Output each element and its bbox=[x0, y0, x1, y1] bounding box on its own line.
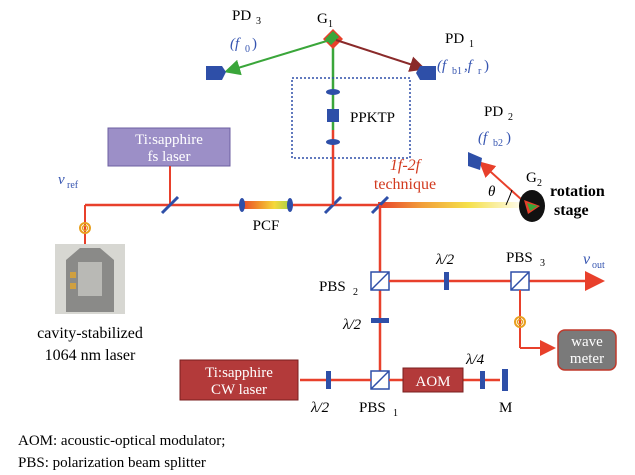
pbs1-label: PBS bbox=[359, 400, 386, 416]
pd1-freq-mid: ,f bbox=[464, 58, 474, 74]
ppktp-lens-bottom bbox=[326, 139, 340, 145]
g1-sub: 1 bbox=[328, 19, 333, 30]
theta-label: θ bbox=[488, 184, 496, 200]
cavity-laser-port-1 bbox=[70, 272, 76, 278]
pbs2-sub: 2 bbox=[353, 287, 358, 298]
wave-meter-label-1: wave bbox=[571, 334, 603, 350]
pd2-freq-close: ) bbox=[506, 130, 511, 146]
rotation-label-2: stage bbox=[554, 202, 589, 219]
pd1-freq-sub2: r bbox=[478, 66, 482, 77]
pd3-freq-sub: 0 bbox=[245, 44, 250, 55]
pd1-freq: (f bbox=[437, 58, 448, 74]
aom-box bbox=[402, 367, 464, 393]
ti-fs-label-1: Ti:sapphire bbox=[135, 132, 203, 148]
cavity-laser-window bbox=[78, 262, 102, 296]
pd1-sub: 1 bbox=[469, 39, 474, 50]
pd2-sub: 2 bbox=[508, 112, 513, 123]
pbs1-sub: 1 bbox=[393, 408, 398, 419]
rotation-label-1: rotation bbox=[550, 183, 605, 200]
beam-splitter-fs bbox=[160, 195, 180, 215]
ppktp-crystal bbox=[327, 109, 339, 122]
g1-to-pd1 bbox=[335, 39, 426, 72]
half-wave-3-label: λ/2 bbox=[310, 400, 330, 416]
theta-arc bbox=[505, 189, 513, 206]
pd1-detector bbox=[416, 66, 436, 80]
wave-meter bbox=[557, 329, 617, 371]
pd1-freq-sub1: b1 bbox=[452, 66, 462, 77]
nu-out-sub: out bbox=[592, 260, 605, 271]
technique-label-2: technique bbox=[374, 176, 436, 193]
wave-meter-label-2: meter bbox=[570, 351, 604, 367]
pd1-freq-close: ) bbox=[484, 58, 489, 74]
ppktp-lens-top bbox=[326, 89, 340, 95]
ppktp-box bbox=[291, 77, 411, 159]
half-wave-2-label: λ/2 bbox=[342, 317, 362, 333]
pd3-freq: (f bbox=[230, 36, 241, 52]
pd1-label: PD bbox=[445, 31, 464, 47]
pd2-freq: (f bbox=[478, 130, 489, 146]
mirror-m bbox=[502, 369, 508, 391]
g2-label: G bbox=[526, 170, 537, 186]
pd2-detector bbox=[468, 152, 482, 170]
fiber-coil-ref bbox=[79, 222, 91, 234]
cavity-label-2: 1064 nm laser bbox=[45, 347, 136, 364]
half-wave-plate-3 bbox=[326, 371, 331, 389]
ti-cw-label-1: Ti:sapphire bbox=[205, 365, 273, 381]
legend-pbs: PBS: polarization beam splitter bbox=[18, 455, 206, 471]
nu-ref-sub: ref bbox=[67, 180, 79, 191]
g1-to-pd3 bbox=[224, 39, 331, 76]
pd2-label: PD bbox=[484, 104, 503, 120]
grating-g2-face bbox=[527, 203, 538, 211]
half-wave-1-label: λ/2 bbox=[435, 252, 455, 268]
ti-sapphire-cw-laser bbox=[179, 359, 299, 401]
pbs2-label: PBS bbox=[319, 279, 346, 295]
pcf-fiber bbox=[240, 201, 292, 209]
ti-cw-label-2: CW laser bbox=[211, 382, 267, 398]
g2-to-pd2 bbox=[479, 161, 523, 201]
pcf-lens-left bbox=[239, 198, 245, 212]
pd3-freq-close: ) bbox=[252, 36, 257, 52]
quarter-wave-plate bbox=[480, 371, 485, 389]
fiber-coil-wm bbox=[514, 316, 526, 328]
ti-sapphire-fs-laser bbox=[107, 127, 231, 167]
ppktp-label: PPKTP bbox=[350, 110, 395, 126]
half-wave-plate-1 bbox=[444, 272, 449, 290]
g1-label: G bbox=[317, 11, 328, 27]
pd3-label: PD bbox=[232, 8, 251, 24]
pd3-detector bbox=[206, 66, 226, 80]
aom-label: AOM bbox=[415, 374, 450, 390]
quarter-wave-label: λ/4 bbox=[465, 352, 485, 368]
mirror-label: M bbox=[499, 400, 512, 416]
pbs3-diag bbox=[510, 271, 530, 291]
legend-aom: AOM: acoustic-optical modulator; bbox=[18, 433, 225, 449]
pbs3-label: PBS bbox=[506, 250, 533, 266]
pbs1-diag bbox=[370, 370, 390, 390]
fiber-coil-wm-2 bbox=[516, 318, 524, 326]
cavity-laser-port-2 bbox=[70, 283, 76, 289]
fiber-coil-ref-2 bbox=[81, 224, 89, 232]
technique-label-1: 1f-2f bbox=[390, 157, 423, 174]
pcf-lens-right bbox=[287, 198, 293, 212]
half-wave-plate-2 bbox=[371, 318, 389, 323]
pbs3-sub: 3 bbox=[540, 258, 545, 269]
cavity-label-1: cavity-stabilized bbox=[37, 325, 143, 342]
g2-sub: 2 bbox=[537, 178, 542, 189]
nu-ref-label: ν bbox=[58, 172, 65, 188]
nu-out-label: ν bbox=[583, 251, 591, 268]
ti-fs-label-2: fs laser bbox=[148, 149, 191, 165]
pbs2-diag bbox=[370, 271, 390, 291]
pd3-sub: 3 bbox=[256, 16, 261, 27]
pcf-label: PCF bbox=[253, 218, 280, 234]
supercontinuum-beam bbox=[378, 202, 528, 208]
pd2-freq-sub: b2 bbox=[493, 138, 503, 149]
